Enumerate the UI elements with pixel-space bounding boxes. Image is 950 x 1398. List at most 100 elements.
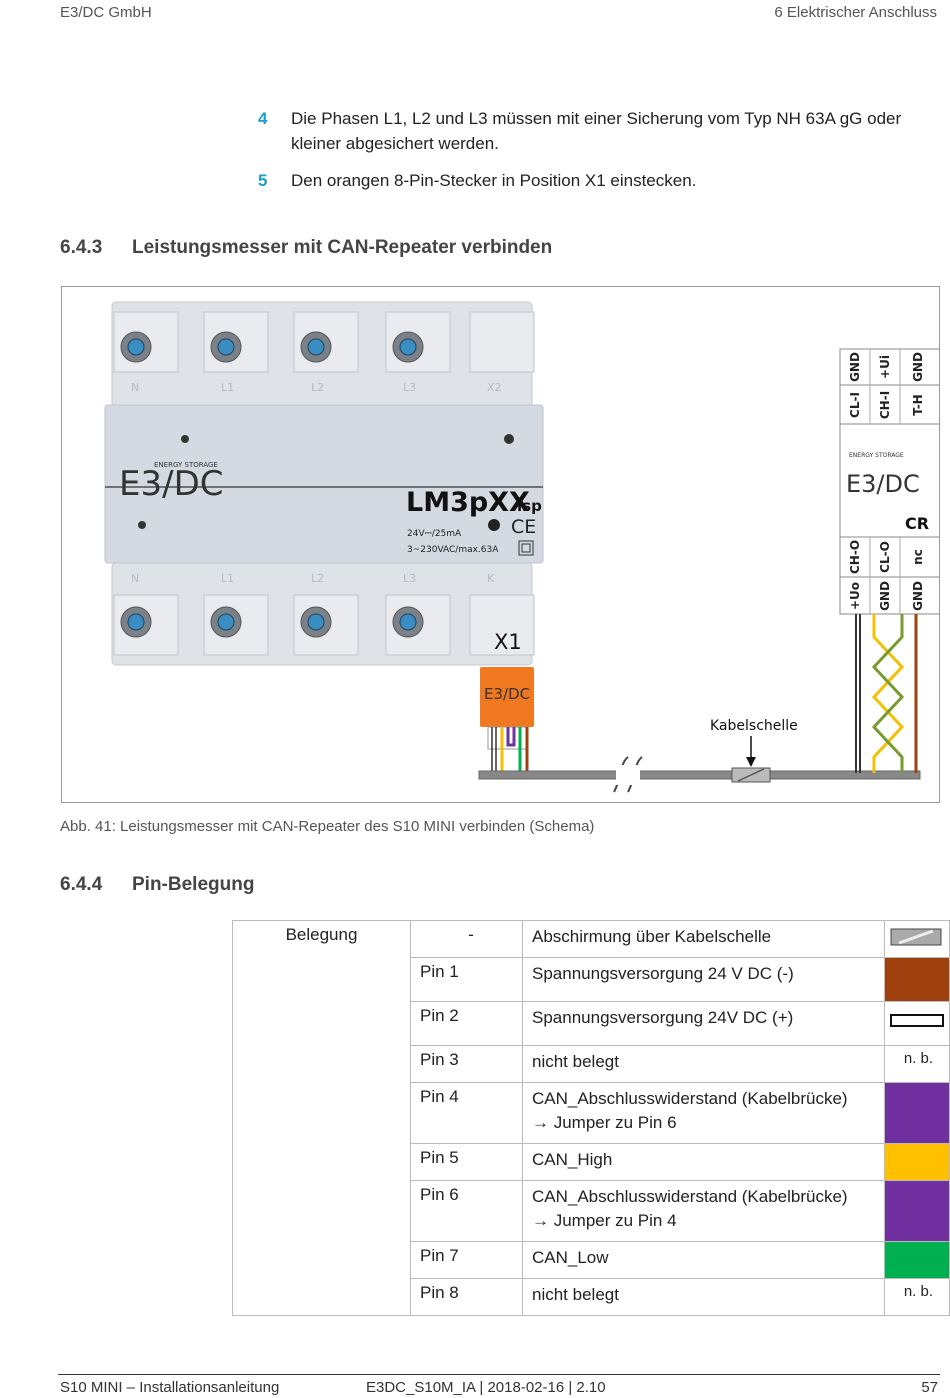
terminal-label: K (487, 572, 495, 585)
terminal-label: L3 (403, 572, 416, 585)
terminal-label: L2 (311, 381, 324, 394)
header-chapter: 6 Elektrischer Anschluss (774, 4, 937, 21)
terminal-label: L3 (403, 381, 416, 394)
cr-label: CR (905, 514, 929, 533)
footer-title: S10 MINI – Installationsanleitung (60, 1379, 280, 1396)
description-cell: CAN_Low (522, 1241, 885, 1279)
cr-pin-label: CH-I (878, 391, 892, 419)
description-line: Spannungsversorgung 24V DC (+) (532, 1008, 794, 1027)
section-heading: 6.4.3 Leistungsmesser mit CAN-Repeater ve… (60, 237, 552, 259)
color-swatch: n. b. (884, 1045, 950, 1083)
step-number: 5 (258, 171, 268, 190)
description-line: nicht belegt (532, 1052, 619, 1071)
device-model: LM3pXX (406, 487, 530, 518)
not-assigned-label: n. b. (903, 1283, 933, 1300)
pin-cell: Pin 2 (410, 1001, 523, 1046)
cr-pin-label: GND (911, 352, 925, 382)
cr-pin-label: CL-O (878, 541, 892, 573)
cr-pin-label: CH-O (848, 540, 862, 574)
step-text: Die Phasen L1, L2 und L3 müssen mit eine… (291, 109, 902, 153)
footer-rule (58, 1374, 940, 1375)
terminal-label: N (131, 381, 139, 394)
color-swatch (884, 957, 950, 1002)
cr-pin-label: CL-I (848, 392, 862, 418)
pin-cell: Pin 7 (410, 1241, 523, 1279)
pin-cell: Pin 6 (410, 1180, 523, 1242)
table-row: Pin 2 Spannungsversorgung 24V DC (+) (233, 1001, 950, 1046)
cr-pin-label: GND (911, 581, 925, 611)
step-number: 4 (258, 109, 268, 128)
color-swatch (884, 1180, 950, 1242)
description-line: CAN_Abschlusswiderstand (Kabelbrücke) (532, 1089, 848, 1108)
ce-mark: CE (511, 516, 536, 538)
can-repeater-module (839, 348, 939, 615)
pin-cell: Pin 4 (410, 1082, 523, 1144)
pin-cell: Pin 1 (410, 957, 523, 1002)
color-swatch (884, 1143, 950, 1181)
connector-brand: E3/DC (484, 685, 530, 703)
description-cell: CAN_High (522, 1143, 885, 1181)
section-title: Pin-Belegung (132, 874, 255, 895)
connector-label: X1 (494, 630, 522, 654)
device-spec-1: 24V⎓/25mA (407, 529, 462, 539)
description-line: Abschirmung über Kabelschelle (532, 927, 772, 946)
device-spec-2: 3~230VAC/max.63A (407, 545, 499, 555)
section-number: 6.4.4 (60, 874, 103, 895)
group-label: Belegung (232, 920, 411, 1316)
description-cell: Spannungsversorgung 24 V DC (-) (522, 957, 885, 1002)
section-number: 6.4.3 (60, 237, 103, 258)
table-row: Pin 1 Spannungsversorgung 24 V DC (-) (233, 957, 950, 1002)
step-item: 5 Den orangen 8-Pin-Stecker in Position … (258, 168, 938, 193)
step-text: Den orangen 8-Pin-Stecker in Position X1… (291, 171, 697, 190)
terminal-label: L1 (221, 381, 234, 394)
clamp-label: Kabelschelle (710, 718, 798, 734)
color-swatch: n. b. (884, 1278, 950, 1316)
cr-brand: E3/DC (846, 470, 920, 498)
description-line: Spannungsversorgung 24 V DC (-) (532, 964, 794, 983)
terminal-label: X2 (487, 381, 502, 394)
not-assigned-label: n. b. (903, 1050, 933, 1067)
description-cell: CAN_Abschlusswiderstand (Kabelbrücke) → J… (522, 1180, 885, 1242)
cr-pin-label: GND (848, 352, 862, 382)
cr-tagline: ENERGY STORAGE (849, 452, 904, 459)
terminal-label: L1 (221, 572, 234, 585)
page-number: 57 (921, 1379, 938, 1396)
section-heading: 6.4.4 Pin-Belegung (60, 874, 254, 896)
description-line: → Jumper zu Pin 6 (532, 1113, 677, 1132)
description-line: → Jumper zu Pin 4 (532, 1211, 677, 1230)
description-cell: nicht belegt (522, 1045, 885, 1083)
description-cell: Abschirmung über Kabelschelle (522, 920, 885, 958)
description-line: nicht belegt (532, 1285, 619, 1304)
description-line: CAN_High (532, 1150, 613, 1169)
table-row: Pin 8 nicht belegt n. b. (233, 1278, 950, 1316)
figure-caption: Abb. 41: Leistungsmesser mit CAN-Repeate… (60, 818, 595, 835)
description-line: CAN_Abschlusswiderstand (Kabelbrücke) (532, 1187, 848, 1206)
shield-icon (890, 928, 942, 946)
description-line: CAN_Low (532, 1248, 609, 1267)
color-swatch (884, 1241, 950, 1279)
color-swatch (884, 1082, 950, 1144)
header-company: E3/DC GmbH (60, 4, 152, 21)
pin-cell: Pin 5 (410, 1143, 523, 1181)
cr-pin-label: T-H (911, 394, 925, 415)
brand-logo: E3/DC (119, 464, 224, 504)
pin-cell: Pin 8 (410, 1278, 523, 1316)
footer-docref: E3DC_S10M_IA | 2018-02-16 | 2.10 (366, 1379, 606, 1396)
cr-pin-label: +Uo (848, 582, 862, 610)
device-model-suffix: isp (517, 497, 542, 515)
table-row: Pin 7 CAN_Low (233, 1241, 950, 1279)
brand-tagline: ENERGY STORAGE (154, 461, 218, 469)
table-row: Belegung-Abschirmung über Kabelschelle (232, 920, 950, 1316)
description-cell: Spannungsversorgung 24V DC (+) (522, 1001, 885, 1046)
cr-pin-label: GND (878, 581, 892, 611)
color-swatch (884, 1001, 950, 1046)
cr-pin-label: nc (911, 549, 925, 565)
pin-cell: - (410, 920, 523, 958)
description-cell: nicht belegt (522, 1278, 885, 1316)
section-title: Leistungsmesser mit CAN-Repeater verbind… (132, 237, 553, 258)
